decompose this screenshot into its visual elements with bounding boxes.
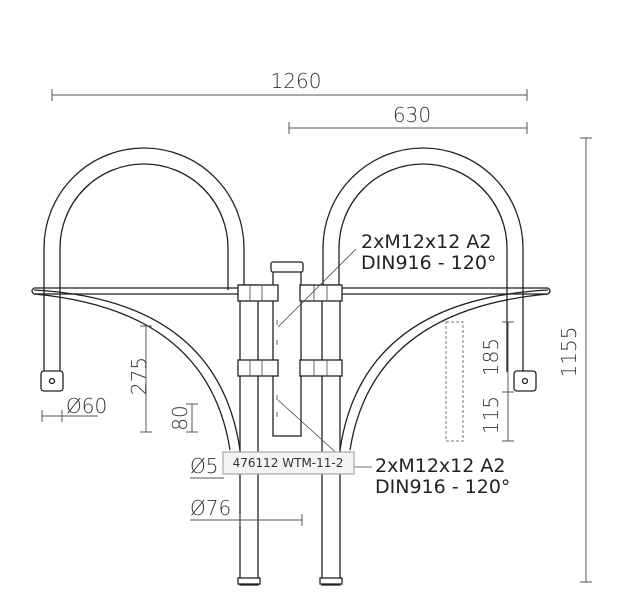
- dimension-lamp: 185 115: [479, 321, 514, 442]
- dimension-overall-height: 1155: [557, 137, 592, 583]
- dimension-label-overall-height: 1155: [557, 327, 581, 378]
- left-arch-arm: [40, 147, 245, 392]
- right-arch-arm: [322, 147, 537, 392]
- lower-screw-note-line1: 2xM12x12 A2: [375, 455, 505, 477]
- lower-screw-note-line2: DIN916 - 120°: [375, 476, 510, 498]
- left-lamp-cap: [40, 370, 64, 392]
- dimension-post-diameter-small: Ø5: [190, 454, 224, 479]
- dimension-label-overall-width: 1260: [271, 69, 322, 93]
- lower-right-clamp: [299, 359, 343, 377]
- left-curved-brace: [33, 289, 241, 451]
- upper-screw-note-line2: DIN916 - 120°: [361, 252, 496, 274]
- lower-screw-callout: 2xM12x12 A2 DIN916 - 120°: [277, 399, 510, 498]
- upper-screw-callout: 2xM12x12 A2 DIN916 - 120°: [277, 231, 496, 328]
- upper-screw-note-line1: 2xM12x12 A2: [361, 231, 491, 253]
- dimension-label-tube-diameter: Ø60: [66, 394, 107, 418]
- upper-right-clamp: [299, 284, 343, 302]
- dimension-tube-diameter: Ø60: [41, 394, 107, 422]
- tube-top-cap: [270, 261, 304, 273]
- left-post: [237, 284, 261, 586]
- dimension-label-lamp-offset: 115: [479, 396, 503, 434]
- dimension-label-post-diameter: Ø76: [190, 496, 231, 520]
- dimension-label-lamp-length: 185: [479, 338, 503, 376]
- product-tag: 476112 WTM-11-2: [222, 451, 355, 475]
- product-tag-label: 476112 WTM-11-2: [233, 456, 344, 470]
- lamp-outline: [445, 321, 464, 442]
- right-post: [319, 284, 343, 586]
- dimension-label-bracket-gap: 80: [168, 405, 192, 430]
- dimension-arm-drop: 275: [127, 325, 152, 433]
- upper-left-clamp: [237, 284, 279, 302]
- dimension-post-diameter: Ø76: [190, 496, 303, 526]
- dimension-bracket-gap: 80: [168, 403, 198, 433]
- dimension-overall-width: 1260: [51, 69, 528, 101]
- dimension-label-arm-drop: 275: [127, 357, 151, 395]
- right-lamp-cap: [513, 370, 537, 392]
- dimension-label-post-diameter-small: Ø5: [190, 454, 218, 478]
- dimension-half-width: 630: [288, 103, 528, 134]
- right-curved-brace: [339, 289, 549, 451]
- dimension-label-half-width: 630: [393, 103, 431, 127]
- lower-left-clamp: [237, 359, 279, 377]
